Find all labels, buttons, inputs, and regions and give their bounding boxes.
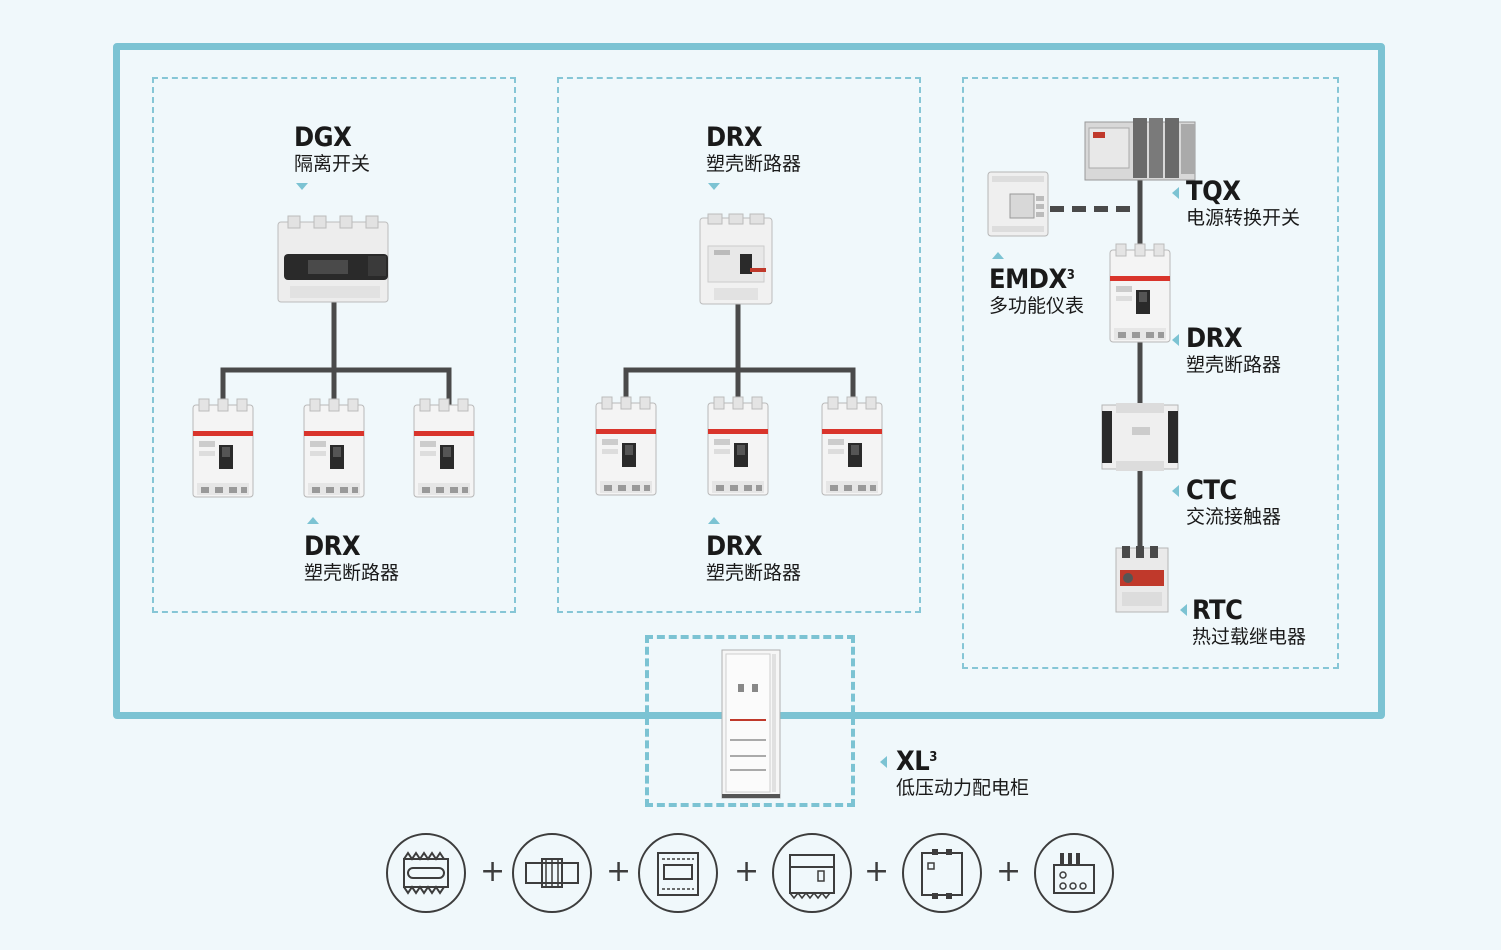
group-middle bbox=[557, 77, 921, 613]
label-dgx: DGX 隔离开关 bbox=[294, 124, 370, 176]
rtc-name: 热过载继电器 bbox=[1192, 626, 1307, 648]
label-right-drx: DRX 塑壳断路器 bbox=[1186, 325, 1281, 377]
label-rtc: RTC 热过载继电器 bbox=[1192, 597, 1306, 649]
arrow-up-icon bbox=[992, 252, 1004, 259]
xl3-cabinet-device bbox=[721, 649, 781, 799]
arrow-up-icon bbox=[708, 517, 720, 524]
ctc-name: 交流接触器 bbox=[1186, 506, 1282, 528]
mid-drx-bottom-name: 塑壳断路器 bbox=[706, 562, 802, 584]
label-left-drx: DRX 塑壳断路器 bbox=[304, 533, 399, 585]
drx-main-device bbox=[699, 213, 773, 305]
arrow-left-icon bbox=[1172, 485, 1179, 497]
right-drx-name: 塑壳断路器 bbox=[1186, 354, 1282, 376]
group-right bbox=[962, 77, 1339, 669]
ctc-code: CTC bbox=[1186, 475, 1237, 506]
label-ctc: CTC 交流接触器 bbox=[1186, 477, 1281, 529]
rtc-device bbox=[1115, 546, 1169, 613]
arrow-up-icon bbox=[307, 517, 319, 524]
mid-drx-top-code: DRX bbox=[706, 122, 763, 153]
plus-sign: + bbox=[864, 854, 890, 889]
label-mid-drx-top: DRX 塑壳断路器 bbox=[706, 124, 801, 176]
group-left bbox=[152, 77, 516, 613]
right-drx-code: DRX bbox=[1186, 323, 1243, 354]
contactor-icon bbox=[902, 833, 982, 913]
emdx-device bbox=[987, 171, 1049, 237]
arrow-left-icon bbox=[1180, 604, 1187, 616]
left-drx-code: DRX bbox=[304, 531, 361, 562]
breaker-icon bbox=[512, 833, 592, 913]
label-tqx: TQX 电源转换开关 bbox=[1186, 178, 1300, 230]
tqx-code: TQX bbox=[1186, 176, 1241, 207]
mid-drx-top-name: 塑壳断路器 bbox=[706, 153, 802, 175]
dgx-code: DGX bbox=[294, 122, 352, 153]
plus-sign: + bbox=[996, 854, 1022, 889]
isolator-icon bbox=[386, 833, 466, 913]
rtc-code: RTC bbox=[1192, 595, 1243, 626]
dgx-device bbox=[277, 215, 389, 303]
arrow-left-icon bbox=[880, 756, 887, 768]
left-drx-name: 塑壳断路器 bbox=[304, 562, 400, 584]
xl3-code: XL3 bbox=[896, 746, 937, 777]
tqx-name: 电源转换开关 bbox=[1186, 207, 1301, 229]
meter-icon bbox=[638, 833, 718, 913]
arrow-left-icon bbox=[1172, 187, 1179, 199]
tqx-device bbox=[1084, 118, 1196, 181]
plus-sign: + bbox=[606, 854, 632, 889]
arrow-down-icon bbox=[296, 183, 308, 190]
arrow-down-icon bbox=[708, 183, 720, 190]
emdx-code: EMDX3 bbox=[989, 264, 1075, 295]
label-emdx: EMDX3 多功能仪表 bbox=[989, 266, 1084, 318]
label-mid-drx-bottom: DRX 塑壳断路器 bbox=[706, 533, 801, 585]
xl3-name: 低压动力配电柜 bbox=[896, 777, 1030, 799]
ctc-device bbox=[1101, 403, 1179, 471]
arrow-left-icon bbox=[1172, 334, 1179, 346]
plus-sign: + bbox=[734, 854, 760, 889]
plus-sign: + bbox=[480, 854, 506, 889]
mid-drx-bottom-code: DRX bbox=[706, 531, 763, 562]
dgx-name: 隔离开关 bbox=[294, 153, 371, 175]
label-xl3: XL3 低压动力配电柜 bbox=[896, 748, 1029, 800]
relay-icon bbox=[1034, 833, 1114, 913]
modular-device-icon bbox=[772, 833, 852, 913]
emdx-name: 多功能仪表 bbox=[989, 295, 1085, 317]
